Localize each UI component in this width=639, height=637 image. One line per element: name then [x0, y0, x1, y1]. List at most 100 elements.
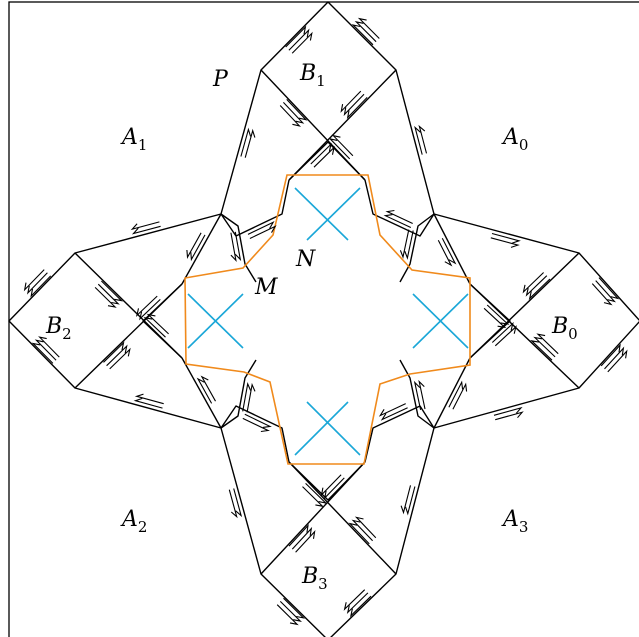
- edge-inner-tl-b: [220, 179, 290, 237]
- edge-mark: [244, 413, 272, 428]
- edge-mark: [130, 221, 160, 231]
- edge-mark: [495, 411, 524, 421]
- edge-mark: [354, 516, 377, 539]
- edge-mark: [242, 417, 270, 433]
- label-A0: A0: [501, 125, 528, 154]
- edge-mark: [491, 232, 521, 244]
- edge-mark: [302, 486, 325, 508]
- edge-mark: [357, 17, 380, 39]
- edge-mark: [230, 232, 237, 262]
- edge-mark: [452, 382, 468, 410]
- edge-left-outer: [8, 213, 222, 429]
- edge-mark: [233, 488, 243, 518]
- edge-mark: [418, 379, 426, 410]
- label-B2: B2: [45, 314, 72, 343]
- edge-mark: [228, 489, 238, 519]
- cyan-top-b: [306, 187, 361, 241]
- edge-inner-tr-a: [399, 213, 435, 283]
- edge-mark: [283, 102, 305, 124]
- edge-mark: [291, 31, 313, 54]
- edge-mark: [249, 225, 277, 239]
- edge-mark: [30, 275, 52, 298]
- labels: P N M A1 A0 A2 A3 B1 B0 B2 B3: [45, 61, 578, 593]
- edge-mark: [146, 313, 169, 335]
- label-B0: B0: [551, 314, 578, 343]
- edge-mark: [530, 340, 553, 361]
- edge-mark: [34, 339, 57, 361]
- edge-mark: [595, 280, 617, 303]
- edge-mark: [591, 283, 613, 306]
- cyan-left-b: [187, 293, 244, 349]
- edge-mark: [97, 283, 120, 305]
- edge-mark: [279, 601, 302, 622]
- edge-mark: [196, 377, 213, 404]
- edge-mark: [323, 477, 345, 500]
- edge-mark: [490, 237, 520, 248]
- edge-mark: [38, 336, 60, 358]
- edge-mark: [346, 592, 369, 615]
- edge-mark: [31, 342, 54, 364]
- edge-mark: [383, 214, 412, 228]
- frame: [8, 1, 639, 637]
- edge-mark: [331, 134, 354, 157]
- edge-mark: [242, 382, 252, 412]
- edge-right-inner: [469, 283, 511, 359]
- edge-hub-bl-left: [181, 357, 222, 429]
- edge-mark: [131, 225, 161, 235]
- edge-mark: [94, 287, 117, 308]
- label-M: M: [254, 275, 278, 300]
- label-A1: A1: [120, 125, 147, 154]
- edge-mark: [404, 230, 414, 260]
- edge-hub-tr-right: [433, 213, 471, 285]
- orange-path: [184, 174, 471, 465]
- edge-mark: [313, 145, 335, 168]
- edge-mark: [276, 604, 299, 626]
- edge-mark: [134, 393, 164, 405]
- edge-mark: [536, 333, 559, 355]
- cyan-bottom-b: [306, 401, 361, 456]
- edge-mark: [247, 221, 275, 235]
- edge-mark: [285, 25, 307, 48]
- edge-mark: [486, 304, 510, 325]
- edge-mark: [244, 128, 256, 158]
- cyan-top-a: [294, 187, 349, 241]
- edge-mark: [27, 272, 48, 295]
- edge-mark: [23, 269, 45, 292]
- edge-bottom-diag-r: [288, 461, 397, 575]
- edge-mark: [598, 277, 620, 300]
- edge-mark: [343, 589, 366, 611]
- edge-inner-tr-b: [364, 179, 435, 237]
- label-N: N: [295, 247, 316, 272]
- edge-mark: [378, 403, 406, 417]
- edge-mark: [103, 341, 125, 363]
- edge-inner-bl-a: [220, 359, 257, 429]
- edge-marks: [23, 17, 628, 626]
- label-A3: A3: [501, 507, 528, 536]
- label-A2: A2: [120, 507, 147, 536]
- edge-top-inner: [288, 141, 366, 181]
- edge-mark: [441, 238, 457, 265]
- edge-mark: [380, 407, 408, 421]
- edge-mark: [604, 346, 625, 370]
- edge-mark: [320, 474, 342, 497]
- edge-mark: [522, 272, 544, 294]
- edge-mark: [234, 231, 242, 262]
- edge-inner-br-a: [399, 359, 435, 429]
- label-B3: B3: [301, 564, 328, 593]
- edge-mark: [414, 125, 423, 155]
- edge-mark: [328, 137, 351, 160]
- label-B1: B1: [299, 61, 326, 90]
- edge-mark: [340, 90, 362, 113]
- edge-mark: [346, 97, 368, 120]
- edge-inner-br-b: [364, 405, 435, 463]
- edge-mark: [109, 347, 131, 370]
- edge-mark: [418, 124, 428, 154]
- edge-mark: [483, 307, 507, 329]
- edge-mark: [139, 299, 161, 321]
- label-P: P: [212, 67, 229, 92]
- edge-top-outer: [220, 1, 435, 215]
- edge-mark: [190, 234, 206, 262]
- edge-mark: [437, 240, 453, 267]
- edge-mark: [400, 485, 412, 515]
